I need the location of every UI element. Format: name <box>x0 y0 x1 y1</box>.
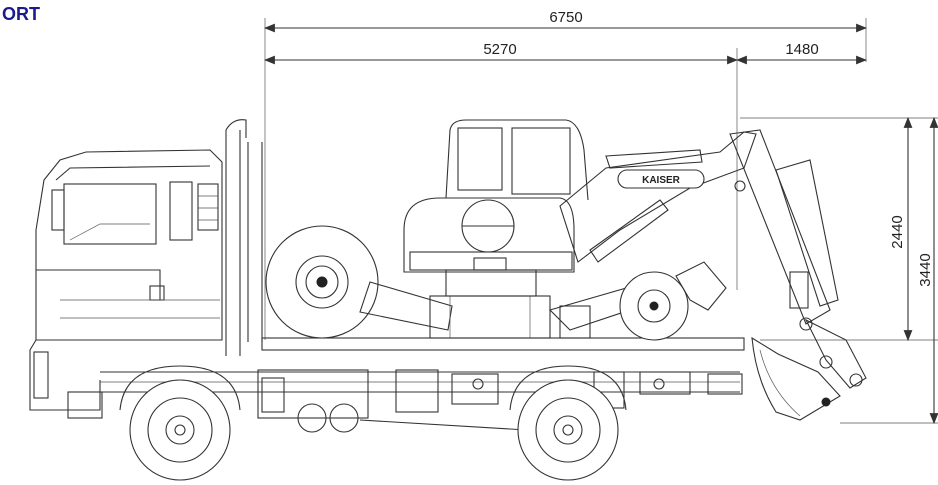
dim-machine-height: 2440 <box>889 215 906 248</box>
excavator-body <box>403 197 575 297</box>
excavator-cab <box>445 119 589 201</box>
excavator-brand-plate <box>617 169 705 189</box>
excavator-arm <box>729 129 867 389</box>
dim-total-height: 3440 <box>917 253 934 286</box>
excavator-foot-pad <box>675 261 727 311</box>
excavator-bucket <box>751 336 841 421</box>
dim-overall-length: 6750 <box>549 9 582 26</box>
chassis-components <box>257 369 743 433</box>
dimension-lines <box>263 18 938 425</box>
truck-cab <box>29 149 223 419</box>
rear-wheel <box>509 365 627 481</box>
exhaust-stack <box>225 119 263 356</box>
excavator-brand-label: KAISER <box>642 175 681 186</box>
excavator-legs <box>359 281 662 339</box>
excavator-spare-wheel <box>265 225 379 339</box>
excavator-wheel <box>619 271 689 341</box>
excavator-boom: KAISER <box>559 131 757 263</box>
page-title: ORT <box>2 4 40 24</box>
dim-boom-overhang: 1480 <box>785 41 818 58</box>
front-wheel <box>119 365 241 481</box>
dim-truck-section: 5270 <box>483 41 516 58</box>
